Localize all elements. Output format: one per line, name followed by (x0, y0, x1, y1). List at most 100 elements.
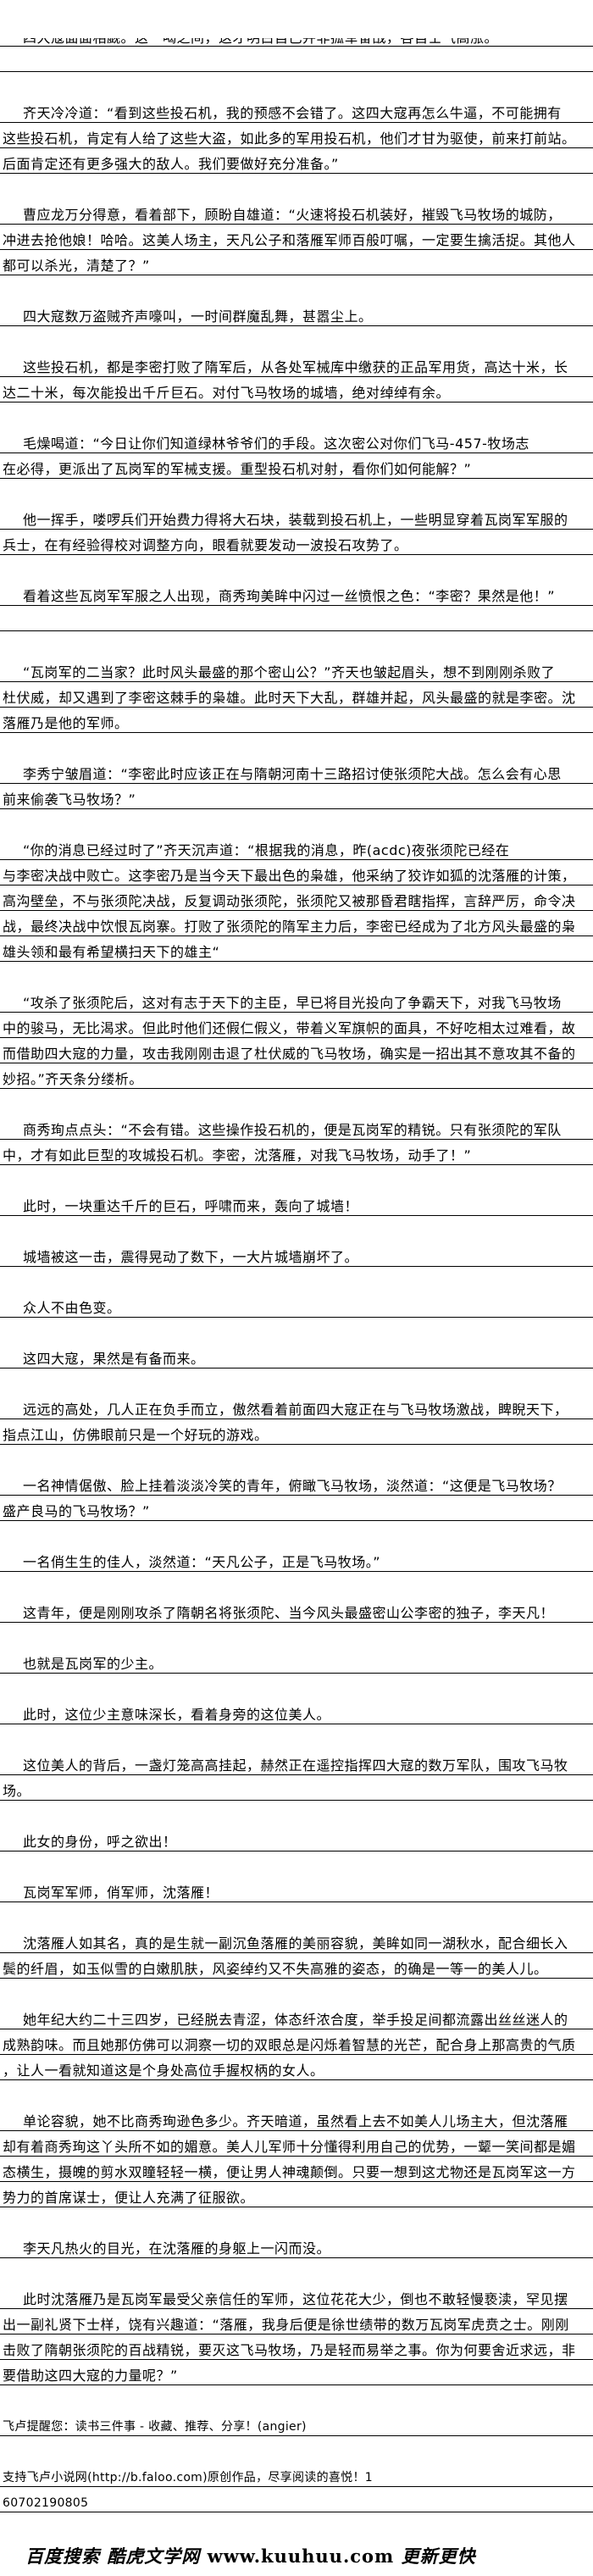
text-line: 城墙被这一击，震得晃动了数下，一大片城墙崩坏了。 (0, 1241, 593, 1267)
paragraph: 支持飞卢小说网(http://b.faloo.com)原创作品，尽享阅读的喜悦！… (0, 2462, 593, 2512)
text-line: 单论容貌，她不比商秀珣逊色多少。齐天暗道，虽然看上去不如美人儿场主大，但沈落雁 (0, 2106, 593, 2131)
text-line: ，让人一看就知道这是个身处高位手握权柄的女人。 (0, 2055, 593, 2080)
paragraph: 此女的身份，呼之欲出！ (0, 1826, 593, 1852)
text-line: 中的骏马，无比渴求。但此时他们还假仁假义，带着义军旗帜的面具，不好吃相太过难看，… (0, 1013, 593, 1038)
text-line: 60702190805 (0, 2487, 593, 2512)
text-line: 瓦岗军军师，俏军师，沈落雁！ (0, 1877, 593, 1902)
paragraph: 沈落雁人如其名，真的是生就一副沉鱼落雁的美丽容貌，美眸如同一湖秋水，配合细长入鬓… (0, 1928, 593, 1979)
text-line: 齐天冷冷道：“看到这些投石机，我的预感不会错了。这四大寇再怎么牛逼，不可能拥有 (0, 97, 593, 123)
text-line: 他一挥手，喽啰兵们开始费力得将大石块，装载到投石机上，一些明显穿着瓦岗军军服的 (0, 504, 593, 530)
paragraph: 齐天冷冷道：“看到这些投石机，我的预感不会错了。这四大寇再怎么牛逼，不可能拥有这… (0, 97, 593, 174)
text-line: 这些投石机，都是李密打败了隋军后，从各处军械库中缴获的正品军用货，高达十米，长 (0, 352, 593, 377)
text-line: 前来偷袭飞马牧场？” (0, 784, 593, 809)
text-line: 飞卢提醒您：读书三件事 - 收藏、推荐、分享！(angier) (0, 2411, 593, 2436)
text-line: 达二十米，每次能投出千斤巨石。对付飞马牧场的城墙，绝对绰绰有余。 (0, 377, 593, 402)
text-line: 四大寇面面相觑。这一喝之间，这才明白自己并非孤军奋战，各自士气高涨。 (0, 21, 593, 47)
text-line: 高沟壁垒，不与张须陀决战，反复调动张须陀，张须陀又被那昏君瞎指挥，言辞严厉，命令… (0, 886, 593, 911)
site-watermark-logo: 百度搜索 酷虎文学网 www.kuuhuu.com 更新更快 (25, 2544, 475, 2569)
text-line: “瓦岗军的二当家？此时风头最盛的那个密山公？”齐天也皱起眉头，想不到刚刚杀败了 (0, 657, 593, 682)
text-line: 看着这些瓦岗军军服之人出现，商秀珣美眸中闪过一丝愤恨之色：“李密？果然是他！” (0, 580, 593, 606)
text-line: 却有着商秀珣这丫头所不如的媚意。美人儿军师十分懂得利用自己的优势，一颦一笑间都是… (0, 2131, 593, 2157)
logo-site-name: 酷虎文学网 (107, 2545, 201, 2567)
text-line: 雄头领和最有希望横扫天下的雄主“ (0, 936, 593, 962)
paragraph: 城墙被这一击，震得晃动了数下，一大片城墙崩坏了。 (0, 1241, 593, 1267)
text-line: 场。 (0, 1775, 593, 1801)
text-line: “攻杀了张须陀后，这对有志于天下的主臣，早已将目光投向了争霸天下，对我飞马牧场 (0, 987, 593, 1013)
paragraph: 一名神情倨傲、脸上挂着淡淡冷笑的青年，俯瞰飞马牧场，淡然道：“这便是飞马牧场？盛… (0, 1470, 593, 1521)
paragraph: “你的消息已经过时了”齐天沉声道：“根据我的消息，昨(acdc)夜张须陀已经在与… (0, 835, 593, 962)
paragraph: 李秀宁皱眉道：“李密此时应该正在与隋朝河南十三路招讨使张须陀大战。怎么会有心思前… (0, 758, 593, 809)
paragraph: 远远的高处，几人正在负手而立，傲然看着前面四大寇正在与飞马牧场激战，睥睨天下，指… (0, 1394, 593, 1445)
paragraph: 飞卢提醒您：读书三件事 - 收藏、推荐、分享！(angier) (0, 2411, 593, 2436)
blank-ruled-line (0, 606, 593, 631)
text-line: 战，最终决战中饮恨瓦岗寨。打败了张须陀的隋军主力后，李密已经成为了北方风头最盛的… (0, 911, 593, 936)
text-line: 与李密决战中败亡。这李密乃是当今天下最出色的枭雄，他采纳了狡诈如狐的沈落雁的计策… (0, 860, 593, 886)
text-line: 曹应龙万分得意，看着部下，顾盼自雄道：“火速将投石机装好，摧毁飞马牧场的城防， (0, 199, 593, 225)
text-line: 一名俏生生的佳人，淡然道：“天凡公子，正是飞马牧场。” (0, 1546, 593, 1572)
text-line: 指点江山，仿佛眼前只是一个好玩的游戏。 (0, 1419, 593, 1445)
text-line: 要借助这四大寇的力量呢？” (0, 2360, 593, 2385)
paragraph: 这四大寇，果然是有备而来。 (0, 1343, 593, 1368)
text-line: 这些投石机，肯定有人给了这些大盗，如此多的军用投石机，他们才甘为驱使，前来打前站… (0, 123, 593, 148)
text-line: 她年纪大约二十三四岁，已经脱去青涩，体态纤浓合度，举手投足间都流露出丝丝迷人的 (0, 2004, 593, 2029)
text-line: 势力的首席谋士，便让人充满了征服欲。 (0, 2182, 593, 2207)
paragraph: 单论容貌，她不比商秀珣逊色多少。齐天暗道，虽然看上去不如美人儿场主大，但沈落雁却… (0, 2106, 593, 2207)
paragraph: 四大寇面面相觑。这一喝之间，这才明白自己并非孤军奋战，各自士气高涨。 (0, 21, 593, 72)
logo-search-text: 百度搜索 (25, 2545, 100, 2567)
paragraph: 这青年，便是刚刚攻杀了隋朝名将张须陀、当今风头最盛密山公李密的独子，李天凡！ (0, 1597, 593, 1623)
paragraph: 四大寇数万盗贼齐声嚎叫，一时间群魔乱舞，甚嚣尘上。 (0, 301, 593, 326)
text-line: 兵士，在有经验得校对调整方向，眼看就要发动一波投石攻势了。 (0, 530, 593, 555)
logo-url: www.kuuhuu.com (207, 2545, 395, 2567)
paragraph: “瓦岗军的二当家？此时风头最盛的那个密山公？”齐天也皱起眉头，想不到刚刚杀败了杜… (0, 657, 593, 733)
text-line: 四大寇数万盗贼齐声嚎叫，一时间群魔乱舞，甚嚣尘上。 (0, 301, 593, 326)
text-line: 众人不由色变。 (0, 1292, 593, 1318)
paragraph: 商秀珣点点头：“不会有错。这些操作投石机的，便是瓦岗军的精锐。只有张须陀的军队中… (0, 1114, 593, 1165)
text-line: 冲进去抢他娘！哈哈。这美人场主，天凡公子和落雁军师百般叮嘱，一定要生擒活捉。其他… (0, 225, 593, 250)
text-line: 商秀珣点点头：“不会有错。这些操作投石机的，便是瓦岗军的精锐。只有张须陀的军队 (0, 1114, 593, 1140)
text-line: 李天凡热火的目光，在沈落雁的身躯上一闪而没。 (0, 2233, 593, 2258)
blank-ruled-line (0, 47, 593, 72)
paragraph: 此时，这位少主意味深长，看着身旁的这位美人。 (0, 1699, 593, 1724)
text-line: 后面肯定还有更多强大的敌人。我们要做好充分准备。” (0, 148, 593, 174)
text-line: 杜伏威，却又遇到了李密这棘手的枭雄。此时天下大乱，群雄并起，风头最盛的就是李密。… (0, 682, 593, 708)
text-line: 一名神情倨傲、脸上挂着淡淡冷笑的青年，俯瞰飞马牧场，淡然道：“这便是飞马牧场？ (0, 1470, 593, 1496)
text-line: 此时，一块重达千斤的巨石，呼啸而来，轰向了城墙！ (0, 1191, 593, 1216)
text-line-content: 四大寇面面相觑。这一喝之间，这才明白自己并非孤军奋战，各自士气高涨。 (23, 30, 499, 46)
text-line: 也就是瓦岗军的少主。 (0, 1648, 593, 1674)
text-line: 这青年，便是刚刚攻杀了隋朝名将张须陀、当今风头最盛密山公李密的独子，李天凡！ (0, 1597, 593, 1623)
text-line: 盛产良马的飞马牧场？” (0, 1496, 593, 1521)
text-line: 此时，这位少主意味深长，看着身旁的这位美人。 (0, 1699, 593, 1724)
logo-slogan: 更新更快 (401, 2545, 476, 2567)
paragraph: 曹应龙万分得意，看着部下，顾盼自雄道：“火速将投石机装好，摧毁飞马牧场的城防，冲… (0, 199, 593, 275)
paragraph: 一名俏生生的佳人，淡然道：“天凡公子，正是飞马牧场。” (0, 1546, 593, 1572)
text-line: 态横生，摄魄的剪水双瞳轻轻一横，便让男人神魂颠倒。只要一想到这尤物还是瓦岗军这一… (0, 2157, 593, 2182)
text-line: 这位美人的背后，一盏灯笼高高挂起，赫然正在遥控指挥四大寇的数万军队，围攻飞马牧 (0, 1750, 593, 1775)
paragraph: 这些投石机，都是李密打败了隋军后，从各处军械库中缴获的正品军用货，高达十米，长达… (0, 352, 593, 402)
text-line: 妙招。”齐天条分缕析。 (0, 1063, 593, 1089)
paragraph: 看着这些瓦岗军军服之人出现，商秀珣美眸中闪过一丝愤恨之色：“李密？果然是他！” (0, 580, 593, 631)
text-line: 鬓的纤眉，如玉似雪的白嫩肌肤，风姿绰约又不失高雅的姿态，的确是一等一的美人儿。 (0, 1953, 593, 1979)
paragraph: 瓦岗军军师，俏军师，沈落雁！ (0, 1877, 593, 1902)
text-line: 沈落雁人如其名，真的是生就一副沉鱼落雁的美丽容貌，美眸如同一湖秋水，配合细长入 (0, 1928, 593, 1953)
text-line: 中，才有如此巨型的攻城投石机。李密，沈落雁，对我飞马牧场，动手了！” (0, 1140, 593, 1165)
text-line: 落雁乃是他的军师。 (0, 708, 593, 733)
text-line: “你的消息已经过时了”齐天沉声道：“根据我的消息，昨(acdc)夜张须陀已经在 (0, 835, 593, 860)
text-line: 这四大寇，果然是有备而来。 (0, 1343, 593, 1368)
paragraph: 也就是瓦岗军的少主。 (0, 1648, 593, 1674)
text-line: 远远的高处，几人正在负手而立，傲然看着前面四大寇正在与飞马牧场激战，睥睨天下， (0, 1394, 593, 1419)
paragraph: “攻杀了张须陀后，这对有志于天下的主臣，早已将目光投向了争霸天下，对我飞马牧场中… (0, 987, 593, 1089)
paragraph: 此时，一块重达千斤的巨石，呼啸而来，轰向了城墙！ (0, 1191, 593, 1216)
paragraph: 这位美人的背后，一盏灯笼高高挂起，赫然正在遥控指挥四大寇的数万军队，围攻飞马牧场… (0, 1750, 593, 1801)
text-line: 都可以杀光，清楚了？” (0, 250, 593, 275)
text-line: 而借助四大寇的力量，攻击我刚刚击退了杜伏威的飞马牧场，确实是一招出其不意攻其不备… (0, 1038, 593, 1063)
text-line: 毛燥喝道：“今日让你们知道绿林爷爷们的手段。这次密公对你们飞马-457-牧场志 (0, 428, 593, 453)
text-line: 击败了隋朝张须陀的百战精锐，要灭这飞马牧场，乃是轻而易举之事。你为何要舍近求远，… (0, 2334, 593, 2360)
text-line: 此时沈落雁乃是瓦岗军最受父亲信任的军师，这位花花大少，倒也不敢轻慢亵渎，罕见摆 (0, 2284, 593, 2309)
chapter-text: 四大寇面面相觑。这一喝之间，这才明白自己并非孤军奋战，各自士气高涨。齐天冷冷道：… (0, 21, 593, 2512)
text-line: 在必得，更派出了瓦岗军的军械支援。重型投石机对射，看你们如何能解？” (0, 453, 593, 479)
paragraph: 毛燥喝道：“今日让你们知道绿林爷爷们的手段。这次密公对你们飞马-457-牧场志在… (0, 428, 593, 479)
paragraph: 李天凡热火的目光，在沈落雁的身躯上一闪而没。 (0, 2233, 593, 2258)
text-line: 成熟韵味。而且她那仿佛可以洞察一切的双眼总是闪烁着智慧的光芒，配合身上那高贵的气… (0, 2029, 593, 2055)
paragraph: 她年纪大约二十三四岁，已经脱去青涩，体态纤浓合度，举手投足间都流露出丝丝迷人的成… (0, 2004, 593, 2080)
paragraph: 他一挥手，喽啰兵们开始费力得将大石块，装载到投石机上，一些明显穿着瓦岗军军服的兵… (0, 504, 593, 555)
